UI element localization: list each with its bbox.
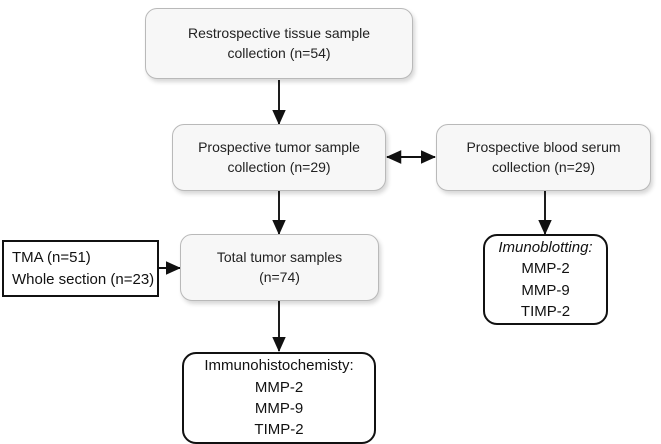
node-line: TIMP-2 bbox=[520, 302, 571, 320]
node-line: Restrospective tissue sample bbox=[187, 24, 371, 41]
node-heading: Immunohistochemisty: bbox=[204, 357, 354, 375]
node-immunohistochemistry: Immunohistochemisty: MMP-2 MMP-9 TIMP-2 bbox=[182, 352, 376, 444]
node-total-tumor-samples: Total tumor samples (n=74) bbox=[180, 234, 379, 301]
node-line: MMP-2 bbox=[521, 260, 570, 278]
node-line: MMP-9 bbox=[521, 281, 570, 299]
node-line: Whole section (n=23) bbox=[12, 270, 155, 288]
node-line: (n=74) bbox=[259, 268, 300, 285]
node-heading: Imunoblotting: bbox=[498, 238, 593, 256]
node-tma-whole-section: TMA (n=51) Whole section (n=23) bbox=[2, 240, 159, 297]
node-line: MMP-2 bbox=[254, 378, 304, 396]
node-line: TIMP-2 bbox=[254, 421, 304, 439]
node-line: Total tumor samples bbox=[216, 248, 343, 265]
node-line: MMP-9 bbox=[254, 400, 304, 417]
node-immunoblotting: Imunoblotting: MMP-2 MMP-9 TIMP-2 bbox=[483, 234, 608, 325]
node-line: collection (n=54) bbox=[227, 44, 331, 61]
node-line: collection (n=29) bbox=[491, 158, 596, 175]
node-retrospective-tissue-collection: Restrospective tissue sample collection … bbox=[145, 8, 413, 79]
node-line: TMA (n=51) bbox=[12, 249, 91, 267]
node-prospective-blood-serum-collection: Prospective blood serum collection (n=29… bbox=[436, 124, 651, 191]
node-line: Prospective blood serum bbox=[466, 138, 621, 155]
node-prospective-tumor-collection: Prospective tumor sample collection (n=2… bbox=[172, 124, 386, 191]
node-line: collection (n=29) bbox=[227, 158, 331, 175]
node-line: Prospective tumor sample bbox=[198, 138, 360, 155]
